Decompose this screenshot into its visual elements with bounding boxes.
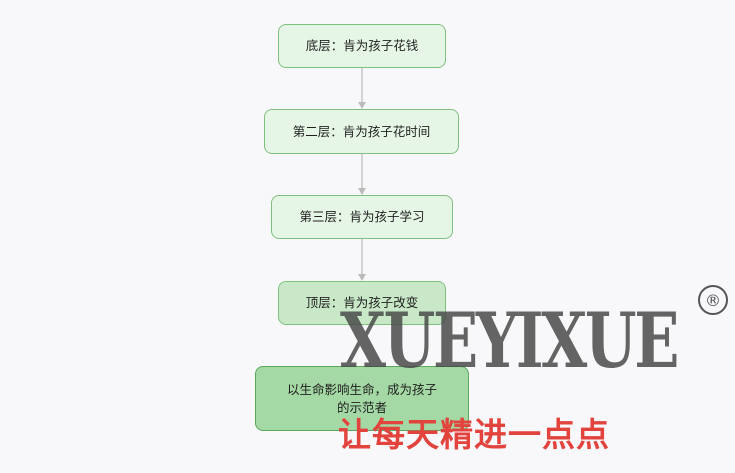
node-third-level: 第三层：肯为孩子学习 xyxy=(271,195,453,239)
node-role-model: 以生命影响生命，成为孩子的示范者 xyxy=(255,366,469,431)
node-second-level: 第二层：肯为孩子花时间 xyxy=(264,109,459,154)
node-role-model-label: 以生命影响生命，成为孩子的示范者 xyxy=(286,381,437,415)
watermark-brand: XUEYIXUE xyxy=(340,296,679,385)
edge-n3-n4 xyxy=(358,239,366,281)
edge-n2-n3 xyxy=(358,154,366,195)
node-top-level: 顶层：肯为孩子改变 xyxy=(278,281,446,325)
node-second-level-label: 第二层：肯为孩子花时间 xyxy=(292,123,431,139)
node-third-level-label: 第三层：肯为孩子学习 xyxy=(299,209,425,224)
registered-trademark-icon: ® xyxy=(698,285,728,315)
node-bottom-level-label: 底层：肯为孩子花钱 xyxy=(305,38,419,53)
node-top-level-label: 顶层：肯为孩子改变 xyxy=(305,295,419,310)
watermark-slogan: 让每天精进一点点 xyxy=(338,415,610,454)
node-bottom-level: 底层：肯为孩子花钱 xyxy=(278,24,446,68)
edge-n1-n2 xyxy=(358,68,366,109)
